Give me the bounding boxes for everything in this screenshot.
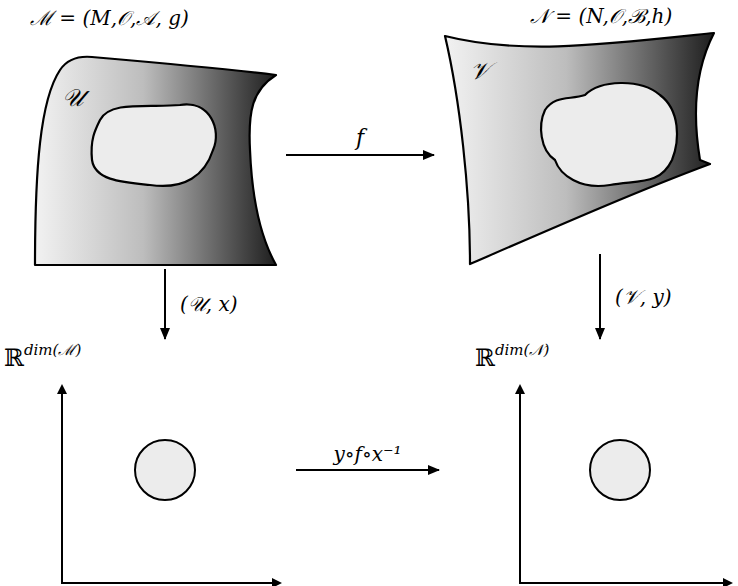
map-label: (𝒱, y) [612, 286, 675, 308]
axis-arrowhead [272, 578, 282, 586]
dimension-exponent: dim(ℳ) [24, 341, 81, 359]
manifold-surface: 𝒱 [440, 30, 720, 250]
set-label: 𝒰 [62, 85, 84, 111]
image-disk [135, 440, 195, 500]
axis-line [519, 582, 725, 584]
map-label: f [353, 126, 367, 150]
map-arrow [599, 254, 601, 339]
image-disk [590, 440, 650, 500]
node-shape [30, 45, 280, 265]
map-arrow [286, 154, 434, 156]
open-set [92, 104, 216, 186]
surface-outline [35, 57, 276, 265]
axis-line [519, 392, 521, 584]
axis-arrowhead [57, 384, 67, 394]
open-set [541, 83, 677, 186]
space-heading: ℝdim(ℳ) [4, 342, 81, 371]
manifold-surface: 𝒰 [30, 45, 280, 265]
node-shape [445, 338, 738, 586]
axis-arrowhead [515, 384, 525, 394]
real-space-symbol: ℝ [4, 344, 24, 372]
structure-tuple: ℳ = (M,𝒪,𝒜, g) [30, 4, 189, 31]
map-arrow [296, 469, 439, 471]
real-space-symbol: ℝ [475, 344, 495, 372]
axis-line [61, 392, 63, 584]
set-label: 𝒱 [470, 58, 490, 84]
node-shape [0, 338, 290, 586]
coordinate-plane: ℝdim(ℳ) [0, 338, 290, 586]
axis-arrowhead [723, 578, 733, 586]
axis-line [61, 582, 274, 584]
surface-outline [445, 33, 714, 264]
map-label: (𝒰, x) [177, 293, 241, 315]
space-heading: ℝdim(𝒩) [475, 342, 549, 371]
structure-tuple: 𝒩 = (N,𝒪,ℬ,h) [530, 4, 672, 28]
coordinate-plane: ℝdim(𝒩) [445, 338, 738, 586]
map-arrow [164, 269, 166, 339]
dimension-exponent: dim(𝒩) [495, 341, 549, 359]
map-label: y∘f∘x⁻¹ [330, 443, 404, 465]
